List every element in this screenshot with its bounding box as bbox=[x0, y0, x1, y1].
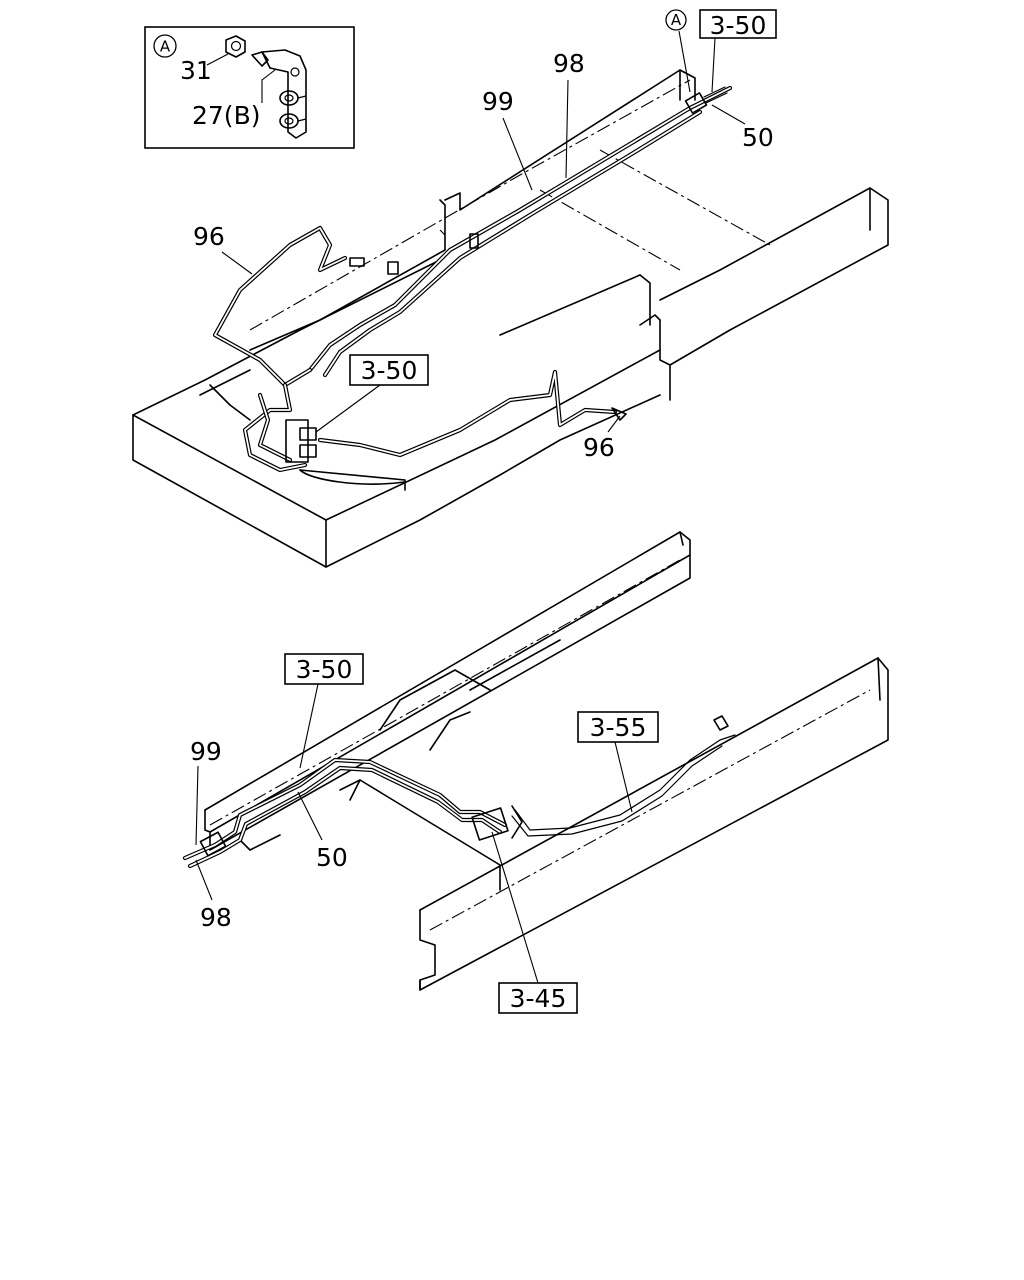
left-side-rail bbox=[249, 199, 446, 351]
lower-upper-rail bbox=[204, 531, 691, 833]
ref-box-lower-right bbox=[577, 711, 659, 743]
nut-31-icon bbox=[225, 35, 246, 58]
upper-pipe-routing bbox=[212, 85, 733, 473]
ref-box-lower-bottom bbox=[498, 982, 578, 1014]
part-98-lower-label: 98 bbox=[200, 903, 232, 932]
ref-center-label: 3-50 bbox=[361, 356, 418, 385]
valve-lower bbox=[471, 807, 509, 841]
ref-box-lower-left bbox=[284, 653, 364, 685]
part-99-upper-label: 99 bbox=[482, 87, 514, 116]
inset-marker-label: A bbox=[160, 38, 171, 56]
ref-lower-bottom-label: 3-45 bbox=[510, 984, 567, 1013]
inset-marker-circle bbox=[153, 34, 177, 58]
part-50-lower-label: 50 bbox=[316, 843, 348, 872]
ref-lower-left-label: 3-50 bbox=[296, 655, 353, 684]
center-crossmember bbox=[659, 187, 889, 366]
bracket-27b-icon bbox=[251, 49, 307, 139]
marker-a-circle bbox=[665, 9, 687, 31]
part-98-upper-label: 98 bbox=[553, 49, 585, 78]
inset-frame bbox=[144, 26, 355, 149]
ref-box-center bbox=[349, 354, 429, 386]
part-96-left-label: 96 bbox=[193, 222, 225, 251]
ref-lower-right-label: 3-55 bbox=[590, 713, 647, 742]
front-crossmember bbox=[132, 414, 327, 568]
part-31-label: 31 bbox=[180, 56, 212, 85]
inset-detail-a: A 31 27(B) bbox=[144, 26, 355, 149]
lower-pipe-routing bbox=[182, 715, 736, 869]
lower-frame-view: 3-50 99 50 98 3-55 3-45 bbox=[182, 531, 889, 1014]
valve-block bbox=[285, 419, 309, 463]
marker-a-label: A bbox=[671, 11, 682, 29]
part-50-upper-label: 50 bbox=[742, 123, 774, 152]
ref-top-right-label: 3-50 bbox=[710, 11, 767, 40]
part-96-right-label: 96 bbox=[583, 433, 615, 462]
ref-box-top-right bbox=[699, 9, 777, 39]
part-27b-label: 27(B) bbox=[192, 101, 260, 130]
upper-frame-view: A 3-50 98 99 50 96 3-50 96 bbox=[132, 9, 889, 568]
part-99-lower-label: 99 bbox=[190, 737, 222, 766]
